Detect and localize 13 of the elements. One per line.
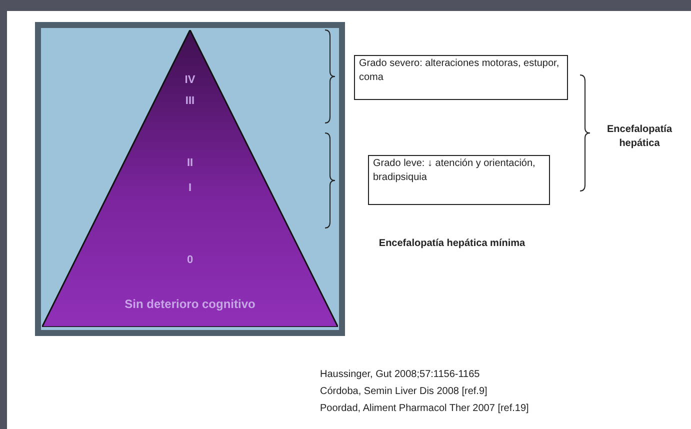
grade-label: II bbox=[186, 157, 194, 170]
level-caption: Sin deterioro cognitivo bbox=[124, 298, 256, 311]
category-label: Encefalopatía hepática mínima bbox=[378, 237, 526, 251]
reference-text: Haussinger, Gut 2008;57:1156-1165 bbox=[320, 368, 480, 382]
grade-label: III bbox=[184, 95, 196, 108]
reference-text: Córdoba, Semin Liver Dis 2008 [ref.9] bbox=[320, 385, 488, 399]
grade-label: 0 bbox=[186, 254, 194, 267]
description-box: Grado severo: alteraciones motoras, estupor, coma bbox=[354, 55, 568, 100]
category-label: Encefalopatía hepática bbox=[606, 123, 674, 151]
grade-label: I bbox=[187, 182, 193, 195]
reference-text: Poordad, Aliment Pharmacol Ther 2007 [ref.19] bbox=[320, 402, 529, 416]
description-box: Grado leve: ↓ atención y orientación, bradipsiquia bbox=[368, 155, 550, 205]
grade-label: IV bbox=[184, 74, 196, 87]
